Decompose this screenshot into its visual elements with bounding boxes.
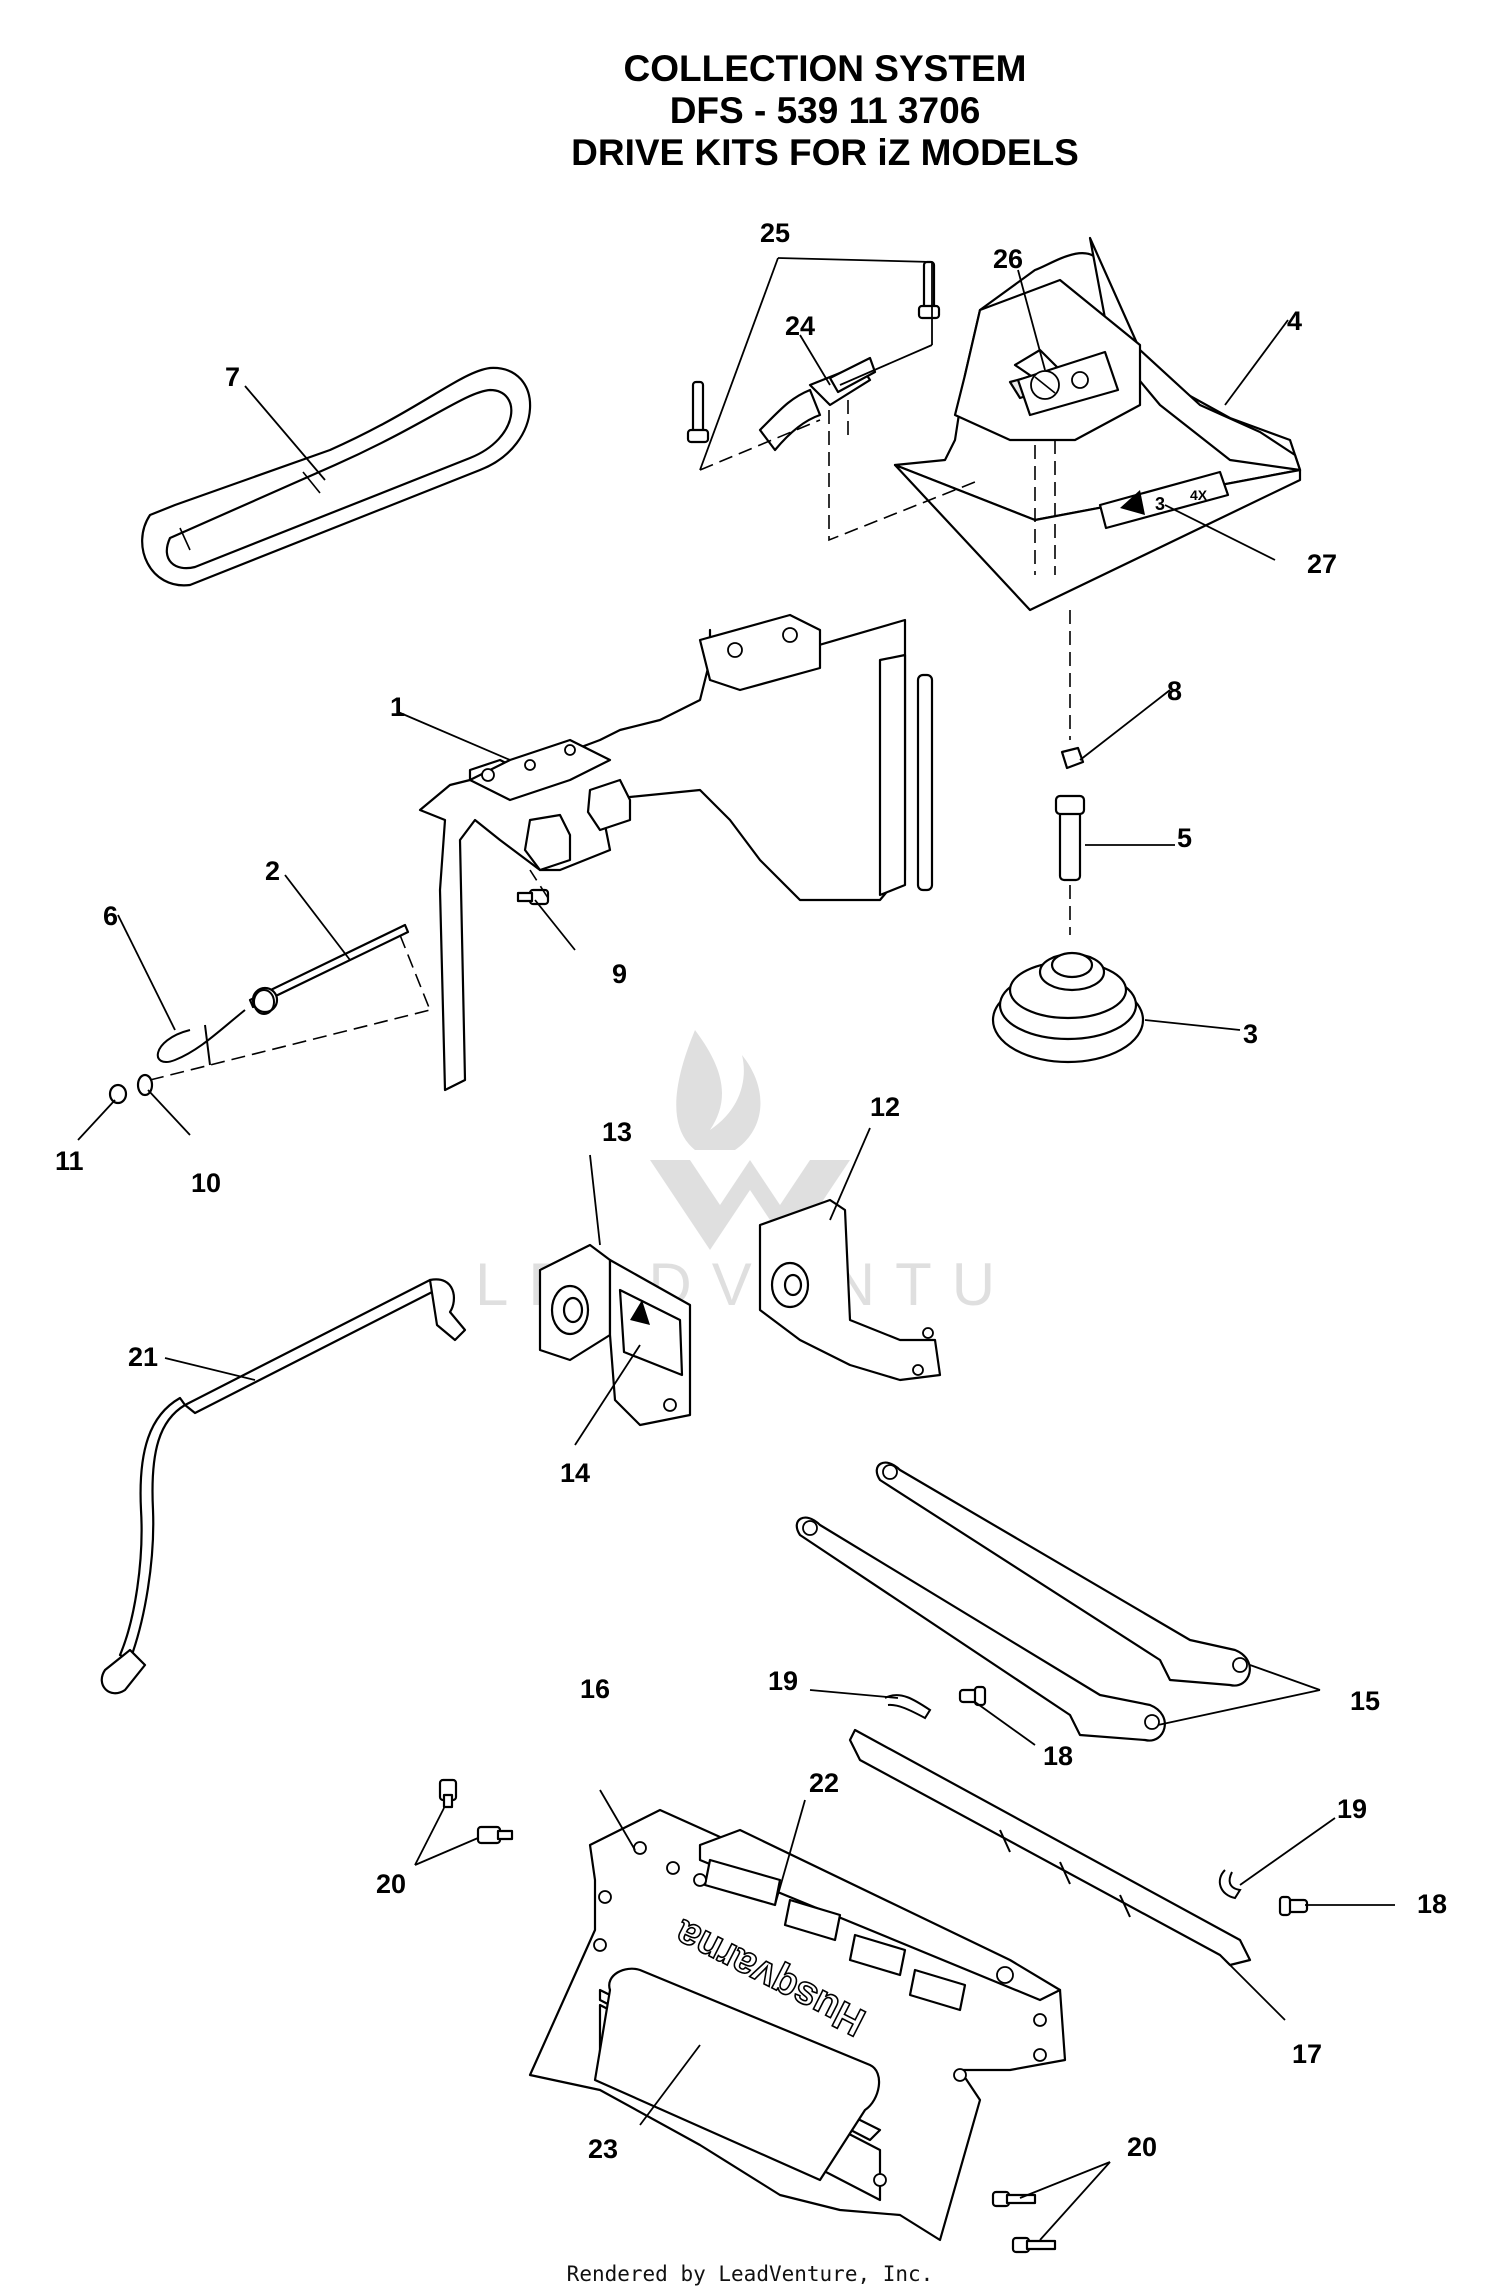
part-1-frame[interactable] bbox=[418, 613, 934, 1092]
part-18-pin-lower[interactable] bbox=[1278, 1895, 1309, 1917]
callout-18-lower: 18 bbox=[1417, 1889, 1447, 1919]
part-21-rod[interactable] bbox=[100, 1278, 467, 1695]
callout-8: 8 bbox=[1167, 676, 1182, 706]
part-11-nut[interactable] bbox=[108, 1083, 128, 1105]
callout-3: 3 bbox=[1243, 1019, 1258, 1049]
part-6-lanyard[interactable] bbox=[156, 989, 275, 1066]
callout-27: 27 bbox=[1307, 549, 1337, 579]
part-18-pin-upper[interactable] bbox=[958, 1685, 987, 1707]
callout-6: 6 bbox=[103, 901, 118, 931]
callout-11: 11 bbox=[55, 1146, 84, 1176]
svg-text:3: 3 bbox=[1155, 494, 1165, 514]
callout-10: 10 bbox=[191, 1168, 221, 1198]
part-7-belt[interactable] bbox=[141, 366, 532, 587]
callout-25: 25 bbox=[760, 218, 790, 248]
part-20-bolts-upper[interactable] bbox=[438, 1778, 514, 1845]
callout-14: 14 bbox=[560, 1458, 590, 1488]
callout-19-lower: 19 bbox=[1337, 1794, 1367, 1824]
part-24-latch[interactable] bbox=[758, 356, 877, 452]
part-8-nut[interactable] bbox=[1060, 746, 1085, 770]
part-3-pulley[interactable] bbox=[991, 951, 1145, 1064]
part-20-bolts-lower[interactable] bbox=[991, 2190, 1057, 2254]
callout-26: 26 bbox=[993, 244, 1023, 274]
callout-20-lower: 20 bbox=[1127, 2132, 1157, 2162]
callout-22: 22 bbox=[809, 1768, 839, 1798]
callout-20-upper: 20 bbox=[376, 1869, 406, 1899]
callout-12: 12 bbox=[870, 1092, 900, 1122]
render-credit: Rendered by LeadVenture, Inc. bbox=[566, 2262, 934, 2286]
callout-7: 7 bbox=[225, 362, 240, 392]
part-15-arms[interactable] bbox=[795, 1461, 1251, 1742]
callout-1: 1 bbox=[390, 692, 405, 722]
callout-23: 23 bbox=[588, 2134, 618, 2164]
part-13-bearing-plate[interactable] bbox=[538, 1243, 692, 1427]
part-19-clip-upper[interactable] bbox=[884, 1694, 932, 1720]
part-12-bearing-plate[interactable] bbox=[758, 1198, 942, 1382]
decal-23-label bbox=[593, 1967, 881, 2182]
leader-lines bbox=[77, 257, 1395, 2241]
part-5-bolt[interactable] bbox=[1054, 794, 1086, 882]
callout-19-upper: 19 bbox=[768, 1666, 798, 1696]
callout-13: 13 bbox=[602, 1117, 632, 1147]
callout-17: 17 bbox=[1292, 2039, 1322, 2069]
callout-4: 4 bbox=[1287, 306, 1302, 336]
callout-15: 15 bbox=[1350, 1686, 1380, 1716]
decal-26-label bbox=[1016, 350, 1120, 417]
part-4-drive-cover[interactable]: 3 4X bbox=[893, 236, 1302, 612]
callout-5: 5 bbox=[1177, 823, 1192, 853]
part-19-clip-lower[interactable] bbox=[1218, 1869, 1242, 1900]
part-16-skid-plate[interactable]: Husqvarna bbox=[528, 1808, 1067, 2242]
decal-27-warning: 3 4X bbox=[1098, 470, 1230, 530]
callout-21: 21 bbox=[128, 1342, 158, 1372]
callout-labels: 25 26 4 24 7 27 8 1 5 2 6 9 3 11 10 13 1… bbox=[55, 218, 1447, 2164]
alignment-lines bbox=[149, 400, 1071, 1081]
svg-text:4X: 4X bbox=[1190, 487, 1208, 503]
callout-18-upper: 18 bbox=[1043, 1741, 1073, 1771]
callout-24: 24 bbox=[785, 311, 815, 341]
callout-9: 9 bbox=[612, 959, 627, 989]
callout-16: 16 bbox=[580, 1674, 610, 1704]
callout-2: 2 bbox=[265, 856, 280, 886]
